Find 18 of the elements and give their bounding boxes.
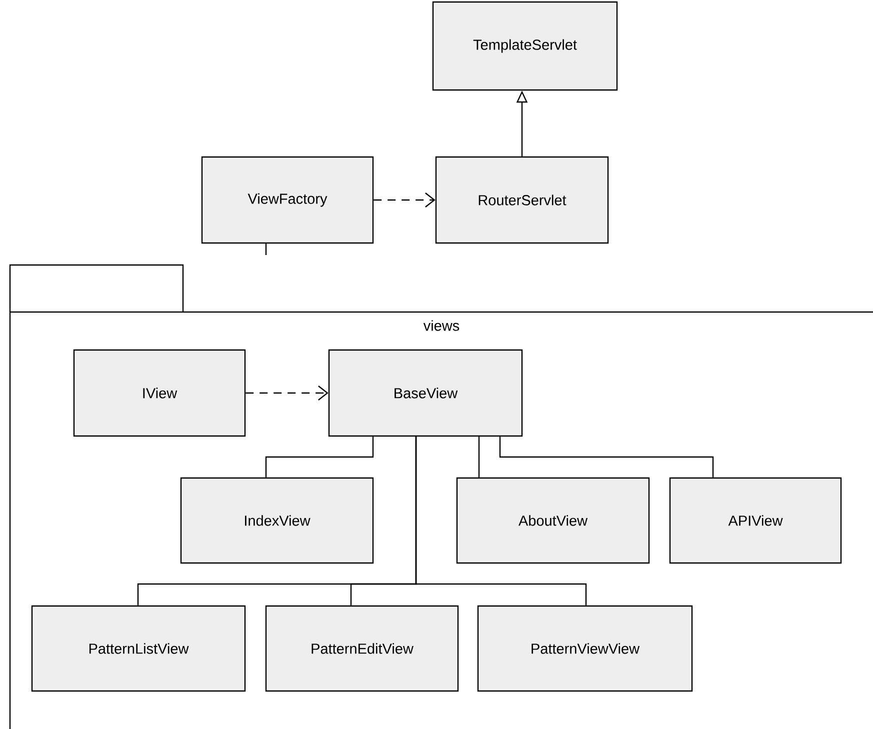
connector: [246, 386, 328, 400]
connector: [478, 436, 480, 478]
class-box: PatternViewView: [477, 605, 693, 692]
class-box: IndexView: [180, 477, 374, 564]
class-box: ViewFactory: [201, 156, 374, 244]
class-box: BaseView: [328, 349, 523, 437]
class-box: RouterServlet: [435, 156, 609, 244]
class-box: PatternListView: [31, 605, 246, 692]
class-box: TemplateServlet: [432, 1, 618, 91]
connector: [265, 436, 374, 478]
connector: [374, 192, 436, 208]
class-box: PatternEditView: [265, 605, 459, 692]
connector: [265, 244, 267, 255]
class-box: IView: [73, 349, 246, 437]
connector: [415, 436, 587, 606]
class-box: AboutView: [456, 477, 650, 564]
class-box: APIView: [669, 477, 842, 564]
connector: [499, 436, 714, 478]
